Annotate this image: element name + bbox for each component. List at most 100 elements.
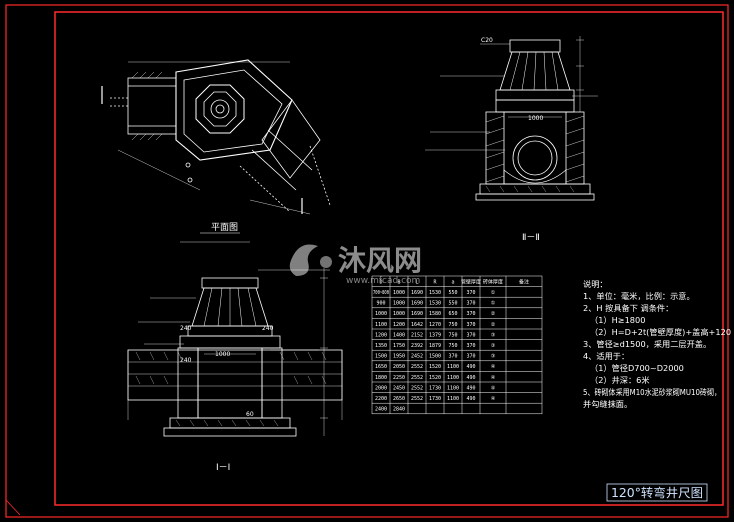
section-1-60-label: 60 [246, 411, 254, 418]
table-header-cell: a [451, 279, 454, 285]
table-cell: 2840 [393, 407, 405, 413]
table-cell: ② [491, 322, 496, 328]
table-cell: 1100 [447, 385, 459, 391]
watermark-url: www.mfcad.com [346, 276, 420, 286]
outer-frame [5, 4, 729, 518]
table-cell: 750 [448, 343, 457, 349]
table-cell: 1530 [429, 301, 441, 307]
table-cell: 370 [466, 322, 475, 328]
watermark-brand: 沐风网 [338, 244, 422, 277]
notes-block: 说明： 1、单位：毫米，比例：示意。 2、H 按具备下 调条件： （1）H≥18… [583, 279, 731, 409]
table-cell: 2152 [411, 332, 423, 338]
table-cell: 1500 [375, 354, 387, 360]
table-cell: 1730 [429, 396, 441, 402]
notes-line-8: （2）井深：6米 [590, 375, 650, 385]
table-cell: 2250 [393, 375, 405, 381]
title-block-box [606, 483, 708, 502]
table-header-cell: L [415, 279, 418, 285]
table-cell: 2552 [411, 364, 423, 370]
section-1-caption: Ⅰ－Ⅰ [216, 463, 230, 473]
table-cell: 2552 [411, 385, 423, 391]
table-header-cell: D [379, 279, 382, 285]
table-cell: 1100 [447, 396, 459, 402]
table-cell: 1100 [447, 364, 459, 370]
table-cell: 650 [448, 311, 457, 317]
table-cell: 550 [448, 290, 457, 296]
corner-mark [5, 499, 21, 516]
table-cell: 2452 [411, 354, 423, 360]
table-cell: 2200 [375, 396, 387, 402]
table-cell: 490 [466, 396, 475, 402]
table-cell: 1350 [375, 343, 387, 349]
notes-line-1: 1、单位：毫米，比例：示意。 [583, 291, 695, 301]
table-cell: 1950 [393, 354, 405, 360]
table-cell: 370 [466, 354, 475, 360]
notes-line-9: 5、砖砌体采用M10水泥砂浆砌MU10砖砌， [583, 387, 721, 397]
table-cell: 1642 [411, 322, 423, 328]
table-header-cell: R [433, 279, 437, 285]
table-cell: 2450 [393, 385, 405, 391]
table-cell: 370 [466, 311, 475, 317]
table-header-cell: 管壁厚度 [461, 278, 481, 285]
table-cell: ① [491, 301, 496, 307]
table-cell: 2392 [411, 343, 423, 349]
table-cell: 1400 [393, 332, 405, 338]
inner-frame [54, 11, 724, 506]
table-outline [371, 275, 543, 415]
table-cell: 1000 [393, 290, 405, 296]
table-cell: 370 [466, 301, 475, 307]
table-cell: 1690 [411, 290, 423, 296]
watermark: 沐风网 www.mfcad.com [289, 244, 422, 286]
table-cell: 1530 [429, 290, 441, 296]
table-header-cell: B [397, 279, 400, 285]
table-cell: 1500 [429, 354, 441, 360]
section-1-240-label-a: 240 [180, 325, 192, 332]
table-cell: 1520 [429, 375, 441, 381]
table-cell: 1270 [429, 322, 441, 328]
table-cell: 1730 [429, 385, 441, 391]
notes-line-2: 2、H 按具备下 调条件： [583, 303, 673, 313]
table-cell: 1379 [429, 332, 441, 338]
table-header-cell: 备注 [519, 278, 529, 285]
table-cell: 1580 [429, 311, 441, 317]
table-cell: 750 [448, 332, 457, 338]
drawing-title: 120°转弯井尺图 [611, 485, 703, 500]
plan-view-caption: 平面图 [211, 222, 238, 233]
table-cell: 700~800 [373, 290, 389, 296]
section-2-width-label: 1000 [528, 115, 543, 122]
table-cell: 900 [376, 301, 385, 307]
section-1-240-label-c: 240 [180, 357, 192, 364]
watermark-logo-icon [289, 244, 318, 276]
table-cell: 1000 [375, 311, 387, 317]
table-cell: 1800 [375, 375, 387, 381]
table-cell: ② [491, 311, 496, 317]
table-cell: 1750 [393, 343, 405, 349]
table-cell: ① [491, 290, 496, 296]
table-cell: 2400 [375, 407, 387, 413]
table-cell: 490 [466, 375, 475, 381]
table-cell: 1000 [393, 301, 405, 307]
section-1-width-label: 1000 [215, 351, 230, 358]
plan-view [101, 59, 331, 215]
table-cell: 370 [466, 343, 475, 349]
table-cell: 2552 [411, 375, 423, 381]
table-cell: ④ [491, 364, 496, 370]
table-cell: 1100 [447, 375, 459, 381]
section-2-caption: Ⅱ－Ⅱ [522, 233, 540, 243]
table-cell: 370 [448, 354, 457, 360]
section-2-c20-label: C20 [481, 37, 493, 44]
notes-line-7: （1）管径D700~D2000 [590, 363, 684, 373]
table-cell: 2552 [411, 396, 423, 402]
table-cell: 1879 [429, 343, 441, 349]
table-header-cell: 砖体厚度 [483, 278, 503, 285]
table-cell: ④ [491, 375, 496, 381]
section-1-view [127, 268, 343, 437]
notes-heading: 说明： [583, 279, 608, 289]
table-cell: 550 [448, 301, 457, 307]
notes-line-3: （1）H≥1800 [590, 315, 645, 325]
table-cell: 1100 [375, 322, 387, 328]
notes-line-6: 4、适用于： [583, 351, 629, 361]
table-cell: 2000 [375, 385, 387, 391]
